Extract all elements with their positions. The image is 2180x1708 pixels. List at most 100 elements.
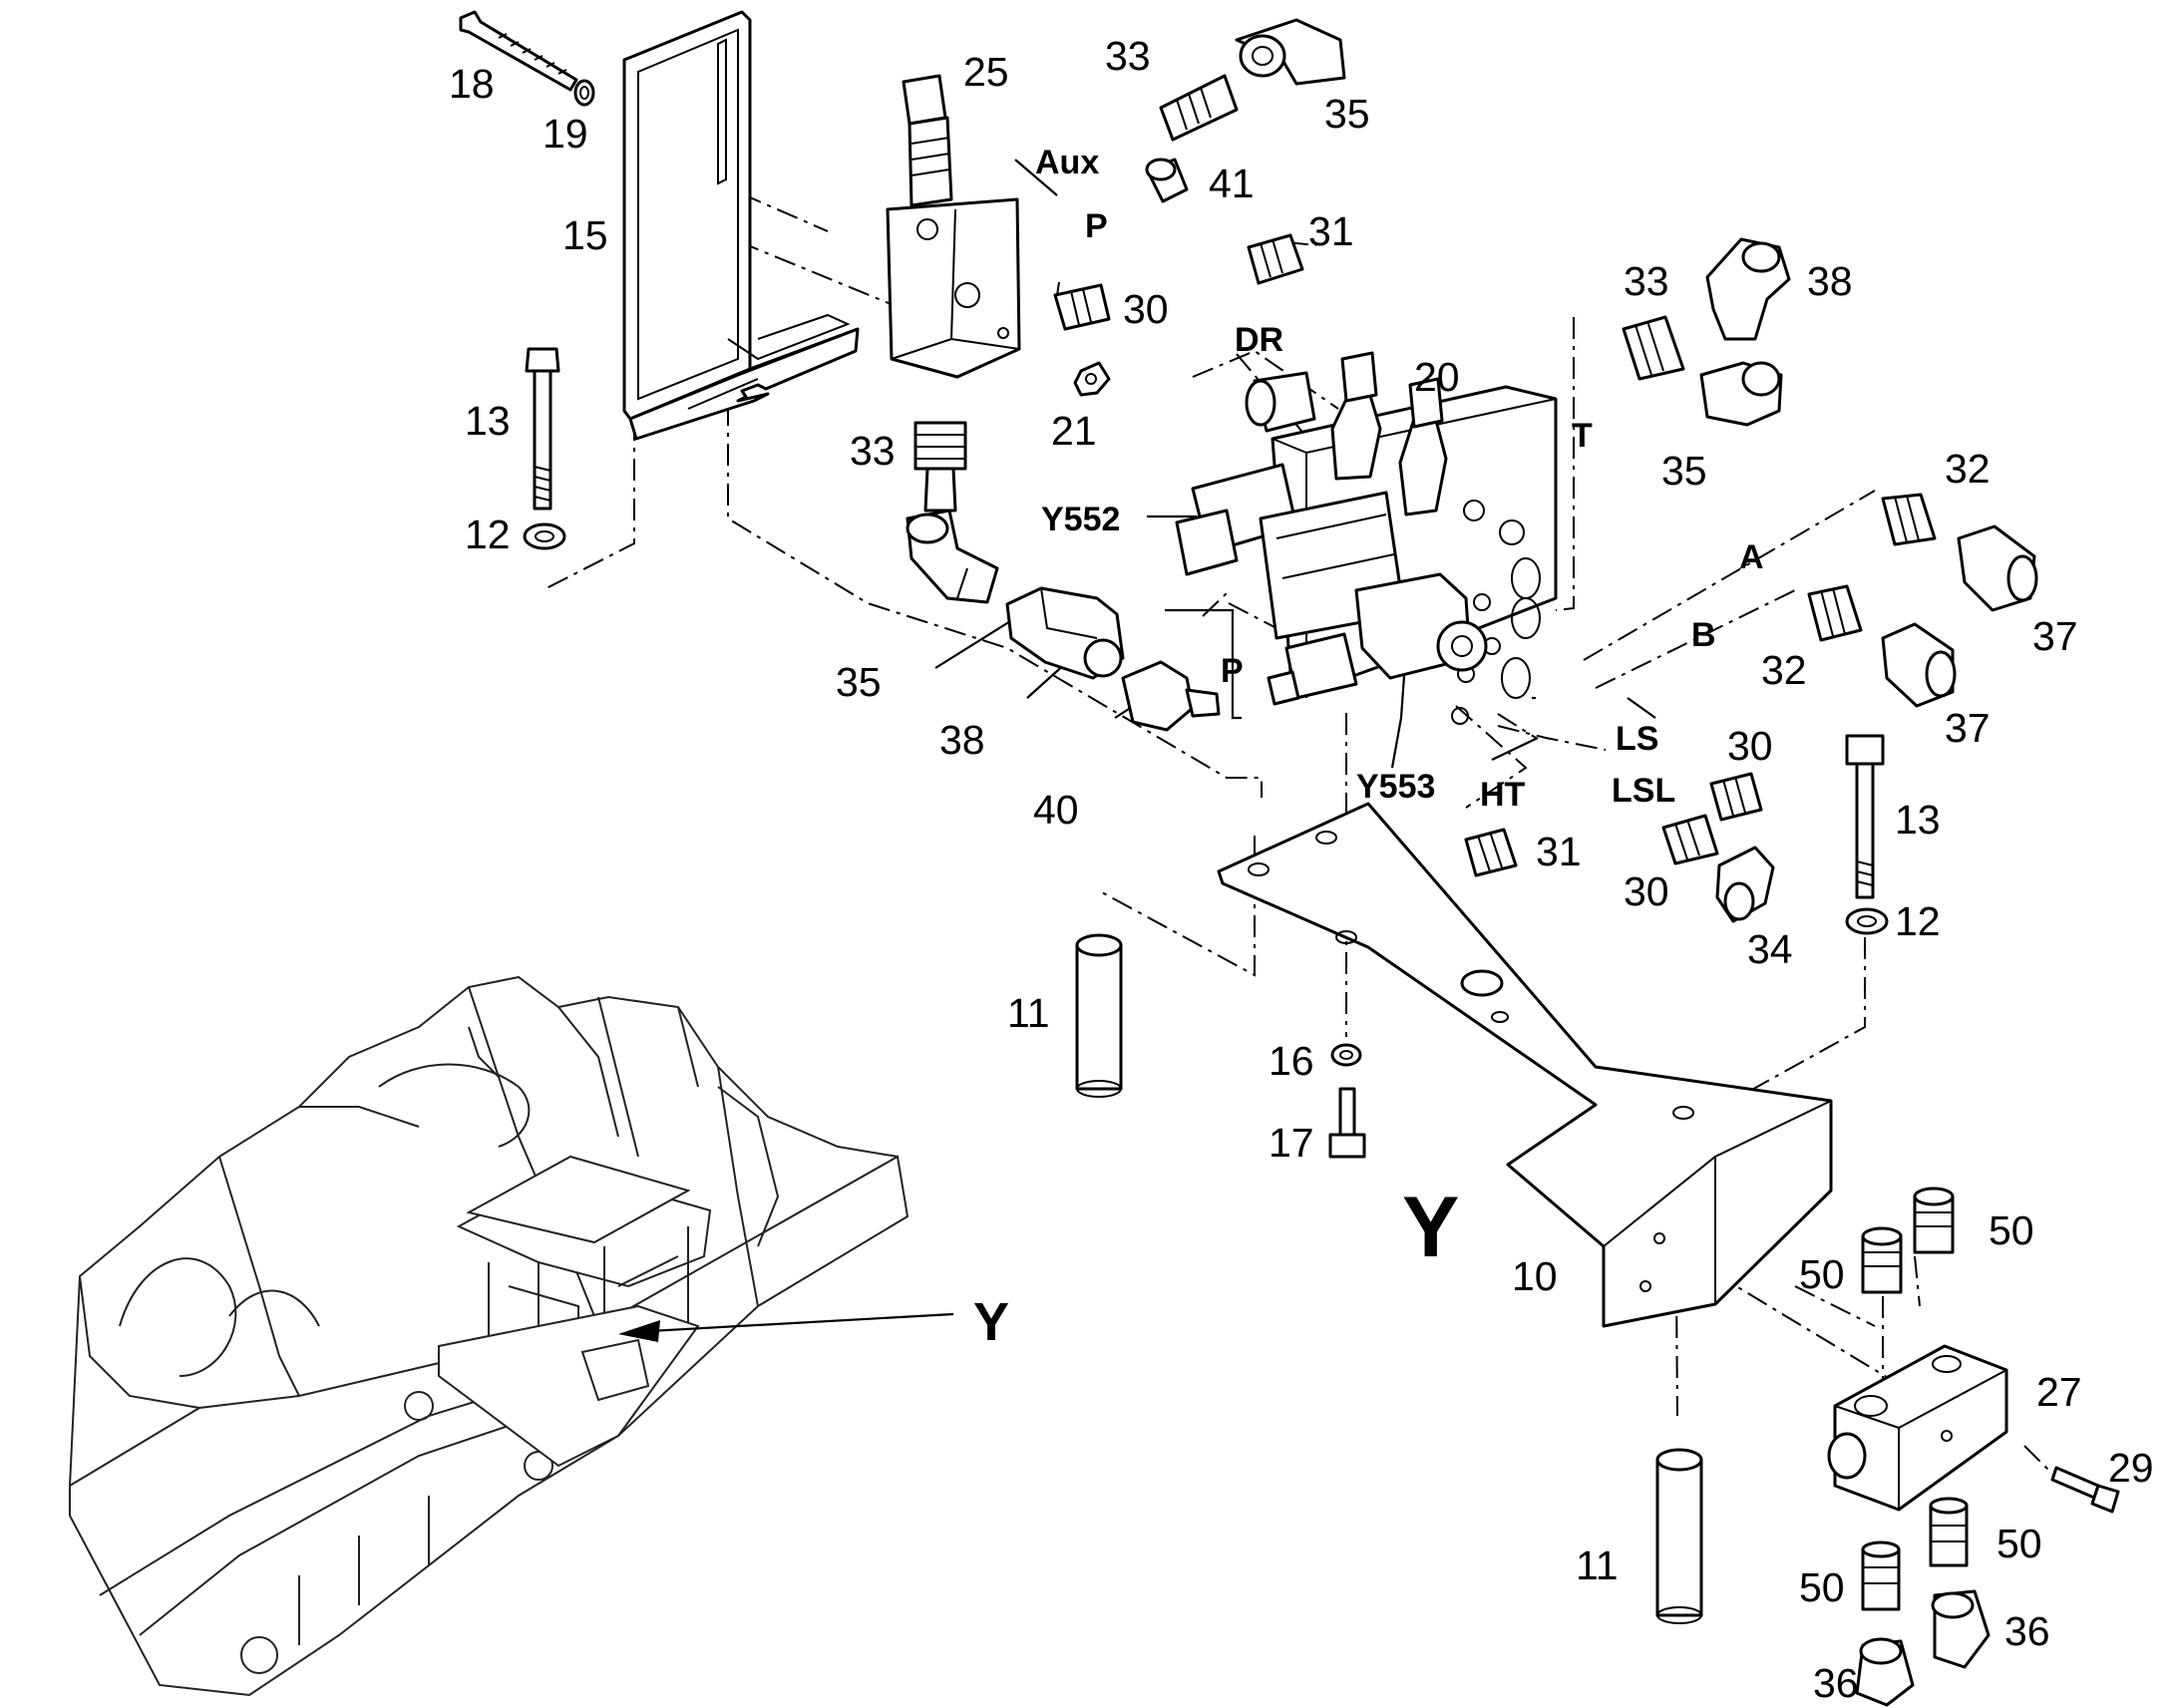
- bolt-13-right: [1845, 734, 1885, 899]
- elbow-36-left: [1855, 1637, 1915, 1707]
- tee-38-left: [1005, 586, 1125, 680]
- callout-13: 13: [465, 398, 511, 444]
- label-y553: Y553: [1356, 768, 1435, 806]
- callout-35: 35: [1661, 448, 1707, 494]
- port-label-dr: DR: [1235, 321, 1283, 359]
- view-y-arrow: [618, 1312, 954, 1342]
- plug-41: [1145, 158, 1189, 203]
- elbow-35-mid: [906, 509, 999, 604]
- callout-30: 30: [1624, 868, 1669, 914]
- adapter-37-top: [1957, 524, 2038, 612]
- port-label-p-top: P: [1085, 207, 1108, 245]
- callout-30: 30: [1727, 723, 1773, 769]
- callout-16: 16: [1269, 1038, 1314, 1084]
- port-label-p-mid: P: [1221, 652, 1244, 690]
- callout-17: 17: [1269, 1120, 1314, 1166]
- callout-50: 50: [1989, 1207, 2034, 1253]
- callout-38: 38: [1807, 258, 1853, 304]
- fitting-32-mid: [1807, 584, 1863, 642]
- callout-10: 10: [1512, 1253, 1558, 1299]
- fitting-30-top: [1053, 283, 1111, 331]
- callout-20: 20: [1414, 354, 1460, 400]
- washer-12-left: [523, 522, 566, 550]
- callout-35: 35: [1324, 91, 1370, 137]
- fitting-33-mid: [913, 421, 967, 512]
- callout-35: 35: [836, 659, 882, 705]
- elbow-36-right: [1931, 1589, 1991, 1669]
- callout-33: 33: [1105, 33, 1151, 79]
- fitting-50-bottom-right: [1929, 1497, 1969, 1567]
- callout-11: 11: [1007, 990, 1050, 1036]
- elbow-35-top: [1235, 18, 1346, 86]
- fitting-31-ht: [1464, 828, 1518, 877]
- callout-33: 33: [850, 428, 896, 474]
- callout-50: 50: [1799, 1251, 1845, 1297]
- callout-32: 32: [1945, 446, 1991, 492]
- spacer-11-top: [1075, 933, 1123, 1098]
- bolt-29: [2050, 1466, 2120, 1514]
- port-label-ht: HT: [1480, 776, 1526, 814]
- callout-31: 31: [1536, 829, 1582, 874]
- fitting-50-top-left: [1861, 1226, 1903, 1294]
- fitting-31-top: [1247, 233, 1304, 285]
- fitting-50-bottom-left: [1861, 1540, 1901, 1611]
- solenoid-y553: [1267, 572, 1488, 706]
- fitting-33-right: [1622, 315, 1685, 381]
- machine-frame-overview: [69, 975, 909, 1697]
- bolt-13-left: [525, 347, 560, 511]
- nut-21: [1073, 361, 1111, 397]
- callout-25: 25: [963, 49, 1009, 95]
- callout-18: 18: [449, 61, 495, 107]
- callout-12: 12: [465, 512, 511, 557]
- washer-19: [573, 79, 595, 107]
- port-label-t: T: [1572, 417, 1593, 455]
- bracket-15: [622, 10, 860, 441]
- callout-33: 33: [1624, 258, 1669, 304]
- port-label-lsl: LSL: [1612, 772, 1675, 810]
- view-y-arrow-label: Y: [973, 1292, 1009, 1352]
- callout-40: 40: [1033, 787, 1079, 833]
- callout-34: 34: [1747, 926, 1793, 972]
- port-label-aux: Aux: [1035, 144, 1099, 181]
- callout-38: 38: [939, 717, 985, 763]
- callout-37: 37: [1945, 705, 1991, 751]
- fitting-32-top: [1881, 493, 1937, 546]
- callout-41: 41: [1209, 161, 1255, 206]
- bolt-18: [459, 10, 578, 92]
- fitting-33-top: [1159, 74, 1239, 142]
- callout-32: 32: [1761, 647, 1807, 693]
- callout-29: 29: [2108, 1445, 2154, 1491]
- relief-valve-25: [886, 74, 1021, 379]
- callout-50: 50: [1799, 1564, 1845, 1610]
- callout-36: 36: [2004, 1608, 2050, 1654]
- callout-19: 19: [543, 111, 588, 157]
- label-y552: Y552: [1041, 501, 1120, 538]
- elbow-34: [1715, 846, 1775, 923]
- callout-12: 12: [1895, 898, 1941, 944]
- callout-31: 31: [1308, 208, 1354, 254]
- view-y-label: Y: [1402, 1180, 1459, 1275]
- port-label-b: B: [1691, 616, 1716, 654]
- fitting-30-lsl: [1661, 814, 1719, 865]
- callout-15: 15: [562, 212, 608, 258]
- bolt-17: [1328, 1087, 1366, 1159]
- washer-16: [1330, 1043, 1362, 1067]
- adapter-37-mid: [1881, 622, 1957, 708]
- distributor-block-27: [1827, 1344, 2008, 1512]
- fitting-30-ls: [1709, 772, 1763, 822]
- callout-36: 36: [1813, 1660, 1859, 1706]
- callout-30: 30: [1123, 286, 1169, 332]
- callout-11: 11: [1576, 1542, 1619, 1588]
- port-label-a: A: [1739, 538, 1764, 576]
- callout-numbers: 18 19 15 13 12 25 33 35 41 30 21 33 35 3…: [449, 33, 2154, 1706]
- tee-38-right: [1705, 237, 1791, 341]
- callout-21: 21: [1051, 408, 1097, 454]
- spacer-11-bottom: [1655, 1448, 1703, 1624]
- callout-37: 37: [2032, 613, 2078, 659]
- port-label-ls: LS: [1616, 720, 1658, 758]
- mounting-plate-10: [1217, 802, 1833, 1328]
- washer-12-right: [1845, 907, 1889, 935]
- fitting-50-top-right: [1913, 1187, 1955, 1254]
- callout-50: 50: [1997, 1521, 2042, 1566]
